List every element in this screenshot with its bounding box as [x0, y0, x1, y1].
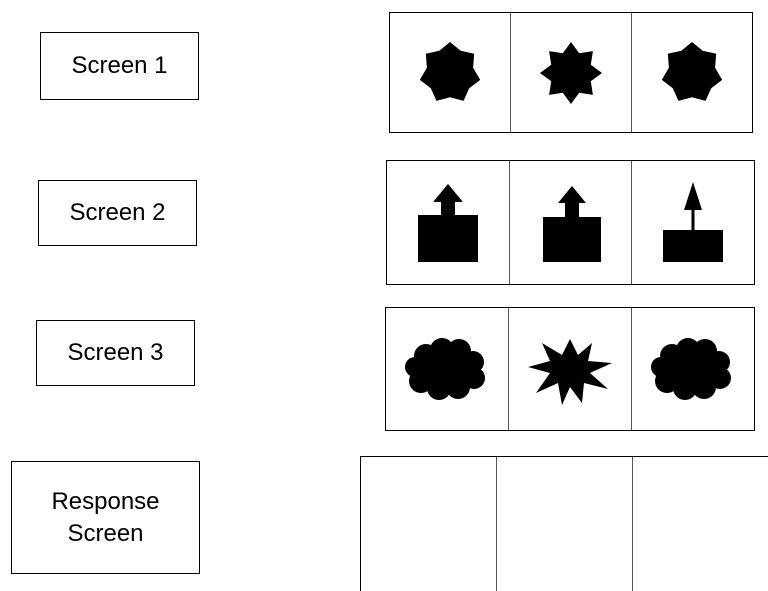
screen-2-cell-2 [508, 161, 632, 284]
screen-1-cell-3 [631, 13, 752, 132]
screen-3-panel [385, 307, 755, 431]
cloud-icon [405, 338, 485, 400]
screen-2-panel [386, 160, 755, 285]
screen-2-cell-3 [631, 161, 754, 284]
response-panel [360, 456, 768, 591]
response-screen-label: Response Screen [11, 461, 200, 574]
response-label-line-1: Response [51, 487, 160, 515]
screen-1-panel [389, 12, 753, 133]
response-label-line-2: Screen [67, 519, 144, 547]
eight-point-star-icon [540, 41, 602, 104]
response-cell-3 [632, 457, 768, 591]
response-cell-2 [496, 457, 632, 591]
screen-1-cell-2 [510, 13, 631, 132]
block-with-arrow-icon [417, 183, 478, 262]
screen-3-cell-1 [386, 308, 508, 430]
screen-1-label: Screen 1 [40, 32, 199, 100]
response-cell-1 [361, 457, 496, 591]
seven-point-star-icon [661, 41, 723, 101]
seven-point-star-icon [419, 41, 481, 101]
block-with-triangle-icon [663, 181, 724, 262]
screen-2-label: Screen 2 [38, 180, 197, 246]
starburst-icon [528, 339, 612, 405]
screen-1-cell-1 [390, 13, 510, 132]
screen-3-label-text: Screen 3 [67, 339, 164, 366]
screen-2-label-text: Screen 2 [69, 199, 166, 226]
screen-3-cell-3 [631, 308, 754, 430]
block-with-arrow-icon [542, 185, 601, 262]
screen-2-cell-1 [387, 161, 509, 284]
screen-3-cell-2 [508, 308, 631, 430]
screen-3-label: Screen 3 [36, 320, 195, 386]
screen-1-label-text: Screen 1 [71, 52, 168, 79]
cloud-icon [651, 338, 731, 400]
